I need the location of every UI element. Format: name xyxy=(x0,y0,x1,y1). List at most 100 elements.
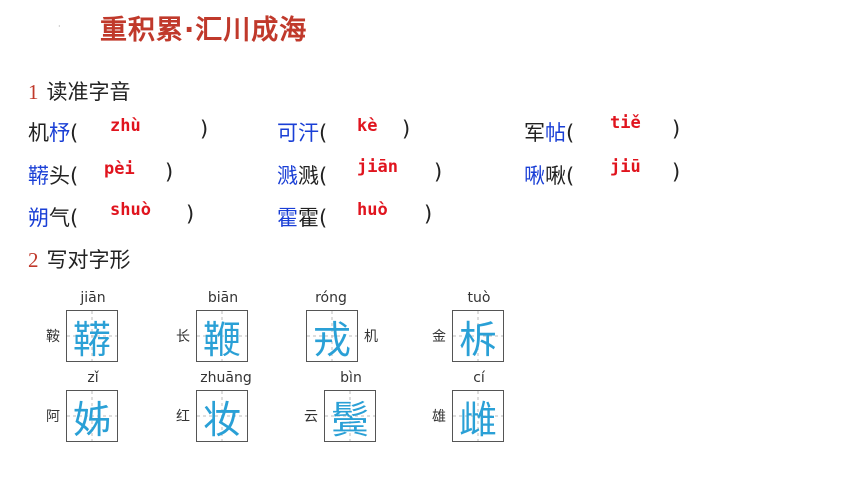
page-title: 重积累·汇川成海 xyxy=(100,15,308,46)
answer-char: 雌 xyxy=(458,397,497,442)
cell-pinyin: zǐ xyxy=(87,370,99,386)
paren-close: ) xyxy=(186,202,195,226)
pron-item: 机杼( xyxy=(28,117,78,147)
section-write-characters: 2 写对字形 xyxy=(28,244,131,274)
cell-pinyin: róng xyxy=(315,290,347,306)
paren-close: ) xyxy=(672,117,681,141)
paren-open: ( xyxy=(319,121,328,145)
word-part: 军 xyxy=(524,121,545,145)
tian-grid-box: 鬓 xyxy=(324,390,376,442)
grid-guides xyxy=(307,311,357,361)
tian-grid-box: 鞯 xyxy=(66,310,118,362)
char-cell: biān 长 鞭 xyxy=(176,290,296,366)
paren-open: ( xyxy=(70,206,79,230)
paren-close: ) xyxy=(672,160,681,184)
word-highlight: 帖 xyxy=(545,121,566,145)
word-highlight: 霍 xyxy=(277,206,298,230)
cell-pinyin: tuò xyxy=(467,290,491,306)
grid-guides xyxy=(453,391,503,441)
paren-open: ( xyxy=(566,121,575,145)
decor-dot: · xyxy=(58,22,61,31)
pron-item: 啾啾( xyxy=(524,160,574,190)
char-cell: tuò 金 柝 xyxy=(432,290,552,366)
paren-close: ) xyxy=(165,160,174,184)
word-part: 机 xyxy=(28,121,49,145)
char-cell: zǐ 阿 姊 xyxy=(44,370,164,446)
paren-close: ) xyxy=(434,160,443,184)
tian-grid-box: 鞭 xyxy=(196,310,248,362)
pinyin-answer: tiě xyxy=(610,113,641,133)
grid-guides xyxy=(453,311,503,361)
pinyin-answer: jiān xyxy=(357,157,398,177)
char-cell: róng 戎 机 xyxy=(304,290,424,366)
pron-item: 溅溅( xyxy=(277,160,327,190)
char-cell: zhuāng 红 妆 xyxy=(176,370,296,446)
pron-item: 军帖( xyxy=(524,117,574,147)
tian-grid-box: 戎 xyxy=(306,310,358,362)
cell-prefix: 云 xyxy=(304,409,318,425)
pinyin-answer: jiū xyxy=(610,157,641,177)
tian-grid-box: 姊 xyxy=(66,390,118,442)
pron-item: 朔气( xyxy=(28,202,78,232)
word-highlight: 鞯 xyxy=(28,164,49,188)
answer-char: 戎 xyxy=(312,317,351,362)
grid-guides xyxy=(197,391,247,441)
paren-close: ) xyxy=(402,117,411,141)
section-label: 读准字音 xyxy=(46,80,131,104)
cell-prefix: 金 xyxy=(432,329,446,345)
answer-char: 姊 xyxy=(72,397,111,442)
grid-guides xyxy=(197,311,247,361)
pinyin-answer: huò xyxy=(357,200,388,220)
cell-prefix: 红 xyxy=(176,409,190,425)
char-cell: jiān 鞍 鞯 xyxy=(44,290,164,366)
paren-close: ) xyxy=(200,117,209,141)
cell-prefix: 阿 xyxy=(46,409,60,425)
char-cell: bìn 云 鬓 xyxy=(304,370,424,446)
word-highlight: 溅 xyxy=(277,164,298,188)
cell-prefix: 长 xyxy=(176,329,190,345)
word-highlight: 可汗 xyxy=(277,121,319,145)
pinyin-answer: zhù xyxy=(110,116,141,136)
tian-grid-box: 妆 xyxy=(196,390,248,442)
pron-item: 可汗( xyxy=(277,117,327,147)
pinyin-answer: kè xyxy=(357,116,378,136)
cell-suffix: 机 xyxy=(364,329,378,345)
word-part: 溅 xyxy=(298,164,319,188)
cell-pinyin: cí xyxy=(473,370,485,386)
paren-open: ( xyxy=(319,206,328,230)
word-highlight: 朔 xyxy=(28,206,49,230)
cell-pinyin: biān xyxy=(207,290,239,306)
word-part: 啾 xyxy=(545,164,566,188)
cell-prefix: 鞍 xyxy=(46,329,60,345)
section-label: 写对字形 xyxy=(46,248,131,272)
pron-item: 霍霍( xyxy=(277,202,327,232)
word-part: 霍 xyxy=(298,206,319,230)
answer-char: 柝 xyxy=(458,317,497,362)
word-highlight: 啾 xyxy=(524,164,545,188)
cell-pinyin: zhuāng xyxy=(200,370,252,386)
word-part: 头 xyxy=(49,164,70,188)
section-number: 2 xyxy=(28,248,39,272)
answer-char: 鞯 xyxy=(72,317,111,362)
answer-char: 鞭 xyxy=(202,317,241,362)
cell-pinyin: jiān xyxy=(80,290,106,306)
grid-guides xyxy=(67,391,117,441)
cell-pinyin: bìn xyxy=(340,370,362,386)
paren-open: ( xyxy=(70,164,79,188)
pinyin-answer: shuò xyxy=(110,200,151,220)
paren-open: ( xyxy=(566,164,575,188)
word-part: 气 xyxy=(49,206,70,230)
paren-open: ( xyxy=(70,121,79,145)
tian-grid-box: 柝 xyxy=(452,310,504,362)
pron-item: 鞯头( xyxy=(28,160,78,190)
tian-grid-box: 雌 xyxy=(452,390,504,442)
answer-char: 鬓 xyxy=(330,397,369,442)
grid-guides xyxy=(325,391,375,441)
char-cell: cí 雄 雌 xyxy=(432,370,552,446)
pinyin-answer: pèi xyxy=(104,159,135,179)
answer-char: 妆 xyxy=(202,397,241,442)
word-highlight: 杼 xyxy=(49,121,70,145)
paren-close: ) xyxy=(424,202,433,226)
grid-guides xyxy=(67,311,117,361)
